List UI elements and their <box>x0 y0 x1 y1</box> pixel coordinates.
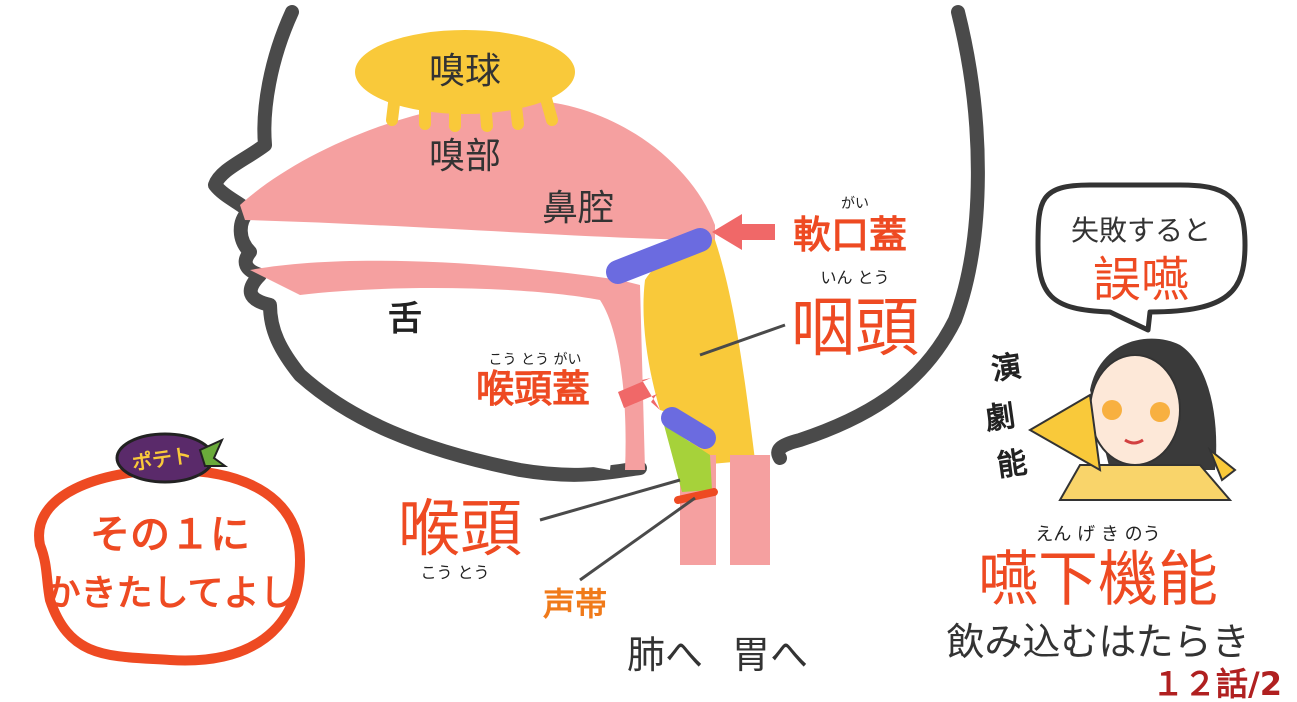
pharynx-ruby: いん とう <box>820 268 889 287</box>
larynx-ruby: こう とう <box>420 563 489 582</box>
speech-bubble <box>1035 182 1248 333</box>
speech-bubble-line1: 失敗すると <box>1071 214 1211 247</box>
olfactory-region-label: 嗅部 <box>429 136 501 177</box>
title-ruby: えん げ き のう <box>1035 524 1160 545</box>
title-main: 嚥下機能 <box>978 545 1218 615</box>
pharynx-leader <box>699 323 786 357</box>
head-outline <box>208 5 647 482</box>
larynx-leader <box>539 478 681 522</box>
vocal-cords-shape <box>674 488 718 504</box>
larynx-label: 喉頭 <box>398 492 522 565</box>
vocal-cords-leader <box>579 496 696 582</box>
title-subtitle: 飲み込むはたらき <box>946 620 1249 664</box>
eggplant-icon: ポテト <box>115 432 229 484</box>
epiglottis-label: 喉頭蓋 <box>476 367 590 411</box>
soft-palate-label: 軟口蓋 <box>793 213 907 257</box>
episode-label: １２話/2 <box>1152 665 1282 702</box>
olfactory-bulb-label: 嗅球 <box>429 51 501 92</box>
to-stomach-label: 胃へ <box>732 633 808 677</box>
olfactory-filaments <box>386 89 558 132</box>
speech-bubble-line2: 誤嚥 <box>1093 252 1189 308</box>
soft-palate-arrow <box>712 214 775 250</box>
nasal-cavity-label: 鼻腔 <box>542 188 614 229</box>
vertical-tag-char-2: 劇 <box>983 398 1018 437</box>
nasal-cavity-shape <box>240 100 715 240</box>
vertical-tag: 演 劇 能 <box>976 348 1047 485</box>
vertical-tag-char-3: 能 <box>995 445 1030 484</box>
badge-line1: その１に <box>90 512 250 558</box>
noh-character-illustration <box>1028 338 1237 501</box>
vocal-cords-label: 声帯 <box>543 585 607 623</box>
esophagus-tube <box>730 455 770 565</box>
epiglottis-ruby: こう とう がい <box>489 352 582 368</box>
to-lungs-label: 肺へ <box>627 633 703 677</box>
epiglottis-arrow <box>618 378 660 410</box>
soft-palate-shape <box>606 228 712 284</box>
epiglottis-shape <box>661 407 716 449</box>
vertical-tag-char-1: 演 <box>989 349 1024 388</box>
tongue-label: 舌 <box>388 299 422 339</box>
badge-circle <box>34 464 306 666</box>
larynx-shape <box>664 425 712 492</box>
pharynx-label: 咽頭 <box>791 292 919 366</box>
soft-palate-ruby: がい <box>841 196 869 212</box>
tongue-shape <box>300 293 614 470</box>
back-of-head <box>771 5 985 465</box>
oral-band <box>250 260 645 470</box>
badge-line2: かきたしてよし <box>45 573 296 614</box>
olfactory-bulb-shape <box>355 30 575 114</box>
